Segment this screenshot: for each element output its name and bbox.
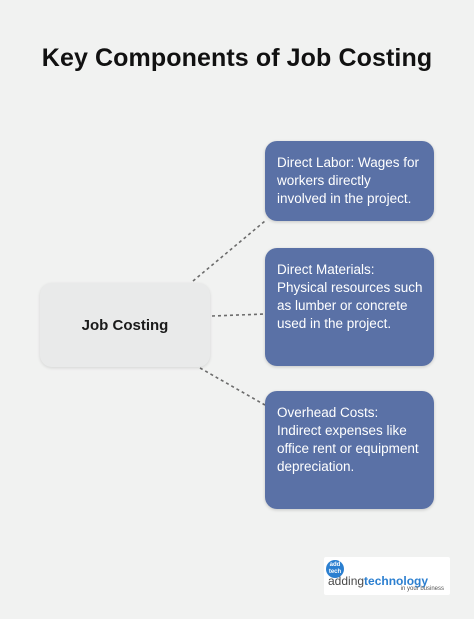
logo-word-adding: adding — [328, 574, 365, 588]
overhead-costs-node: Overhead Costs: Indirect expenses like o… — [265, 391, 434, 509]
adding-technology-logo: add tech addingtechnology in your busine… — [324, 557, 450, 595]
direct-labor-node: Direct Labor: Wages for workers directly… — [265, 141, 434, 221]
logo-badge-icon: add tech — [326, 560, 344, 578]
connector-line-3 — [199, 367, 266, 406]
direct-materials-node: Direct Materials: Physical resources suc… — [265, 248, 434, 366]
logo-badge-line1: add — [329, 562, 341, 568]
logo-wordmark: addingtechnology — [328, 574, 428, 588]
logo-tagline: in your business — [400, 586, 444, 592]
page-title: Key Components of Job Costing — [41, 44, 433, 72]
logo-badge-line2: tech — [328, 569, 342, 575]
connector-line-2 — [211, 313, 266, 317]
logo-word-technology: technology — [364, 574, 429, 588]
job-costing-node: Job Costing — [40, 283, 210, 367]
connector-line-1 — [192, 220, 266, 282]
